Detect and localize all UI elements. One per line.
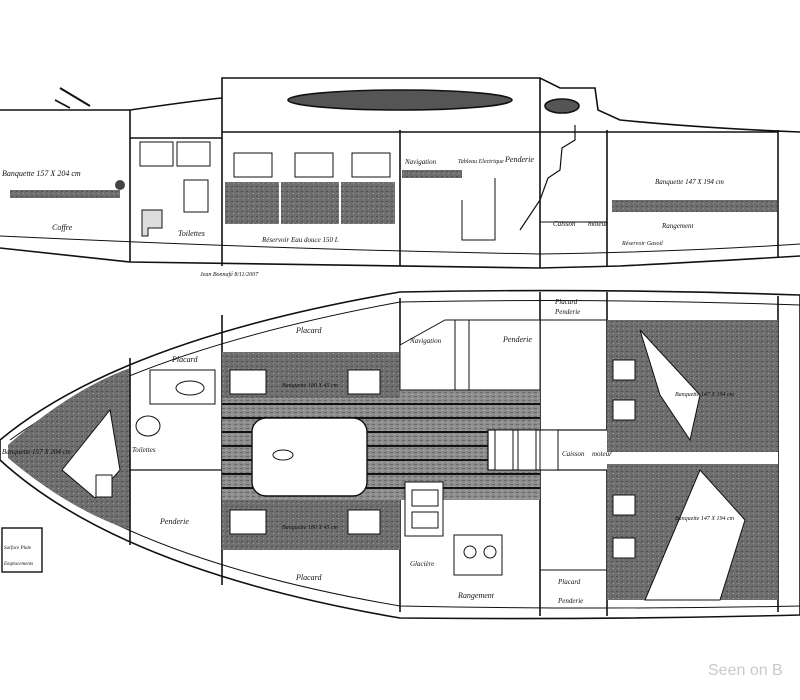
profile-labels: Banquette 157 X 204 cm Coffre Toilettes … [2,155,724,278]
label-banquette-bottom: Banquette 180 X 45 cm [282,524,339,531]
profile-view [0,77,800,269]
label-caisson-plan: Caisson [562,450,585,458]
label-banquette-aft-profile: Banquette 157 X 204 cm [2,169,81,178]
label-placard-wc: Placard [171,355,198,364]
label-navigation-profile: Navigation [404,158,437,166]
label-tableau-electrique: Tableau Electrique [458,159,504,165]
wc-cabinet-2 [176,141,211,167]
label-moteur-profile: moteur [588,220,608,228]
label-coffre: Coffre [52,223,73,232]
label-glaciere: Glacière [410,560,434,568]
label-banquette-fwd-bottom: Banquette 147 X 194 cm [675,515,735,522]
label-banquette-fwd-top: Banquette 147 X 194 cm [675,391,735,398]
legend-box [1,527,43,573]
label-penderie-fwd-bottom: Penderie [557,597,583,605]
label-banquette-top: Banquette 180 X 45 cm [282,382,339,389]
label-navigation-plan: Navigation [409,337,442,345]
toilet-plan [135,415,161,437]
label-penderie-top: Penderie [502,335,532,344]
label-banquette-aft-plan: Banquette 157 X 204 cm [2,448,71,456]
profile-hull-bottom [0,235,800,255]
label-moteur-plan: moteur [592,450,612,458]
label-credit: Jean Bonnafé 8/11/2007 [200,271,259,278]
aft-berth-profile [10,190,120,198]
label-caisson-profile: Caisson [553,220,576,228]
fwd-port-window [544,98,580,114]
fwd-berth-profile [612,200,777,212]
legend-line-2: Emplacements [3,562,33,567]
label-reservoir-gasoil: Réservoir Gasoil [621,241,663,247]
plan-labels: Placard Placard Navigation Penderie Plac… [2,298,735,605]
label-reservoir-eau: Réservoir Eau douce 150 L [261,236,339,244]
label-toilettes-profile: Toilettes [178,229,205,238]
label-placard-fwd-top: Placard [554,298,578,306]
label-penderie-profile: Penderie [504,155,534,164]
legend-line-1: Surface Plate [4,546,32,551]
companionway-ladder [519,125,576,231]
label-rangement-plan: Rangement [457,591,495,600]
label-penderie-bottom: Penderie [159,517,189,526]
profile-hull-outline [0,77,800,133]
watermark: Seen on B [708,662,783,679]
label-toilettes-plan: Toilettes [132,446,156,454]
label-placard-bottom: Placard [295,573,322,582]
settee-profile [225,182,395,224]
wc-cabinet-1 [139,141,174,167]
plan-view [0,289,800,620]
toilet-profile [141,209,163,237]
cabin-window [287,89,513,111]
saloon-table [251,417,368,497]
profile-sheer-line [0,247,800,269]
label-placard-top: Placard [295,326,322,335]
label-rangement-profile: Rangement [661,222,695,230]
label-placard-fwd-bottom: Placard [557,578,581,586]
label-banquette-fwd-profile: Banquette 147 X 194 cm [655,178,724,186]
label-penderie-fwd-top: Penderie [554,308,580,316]
